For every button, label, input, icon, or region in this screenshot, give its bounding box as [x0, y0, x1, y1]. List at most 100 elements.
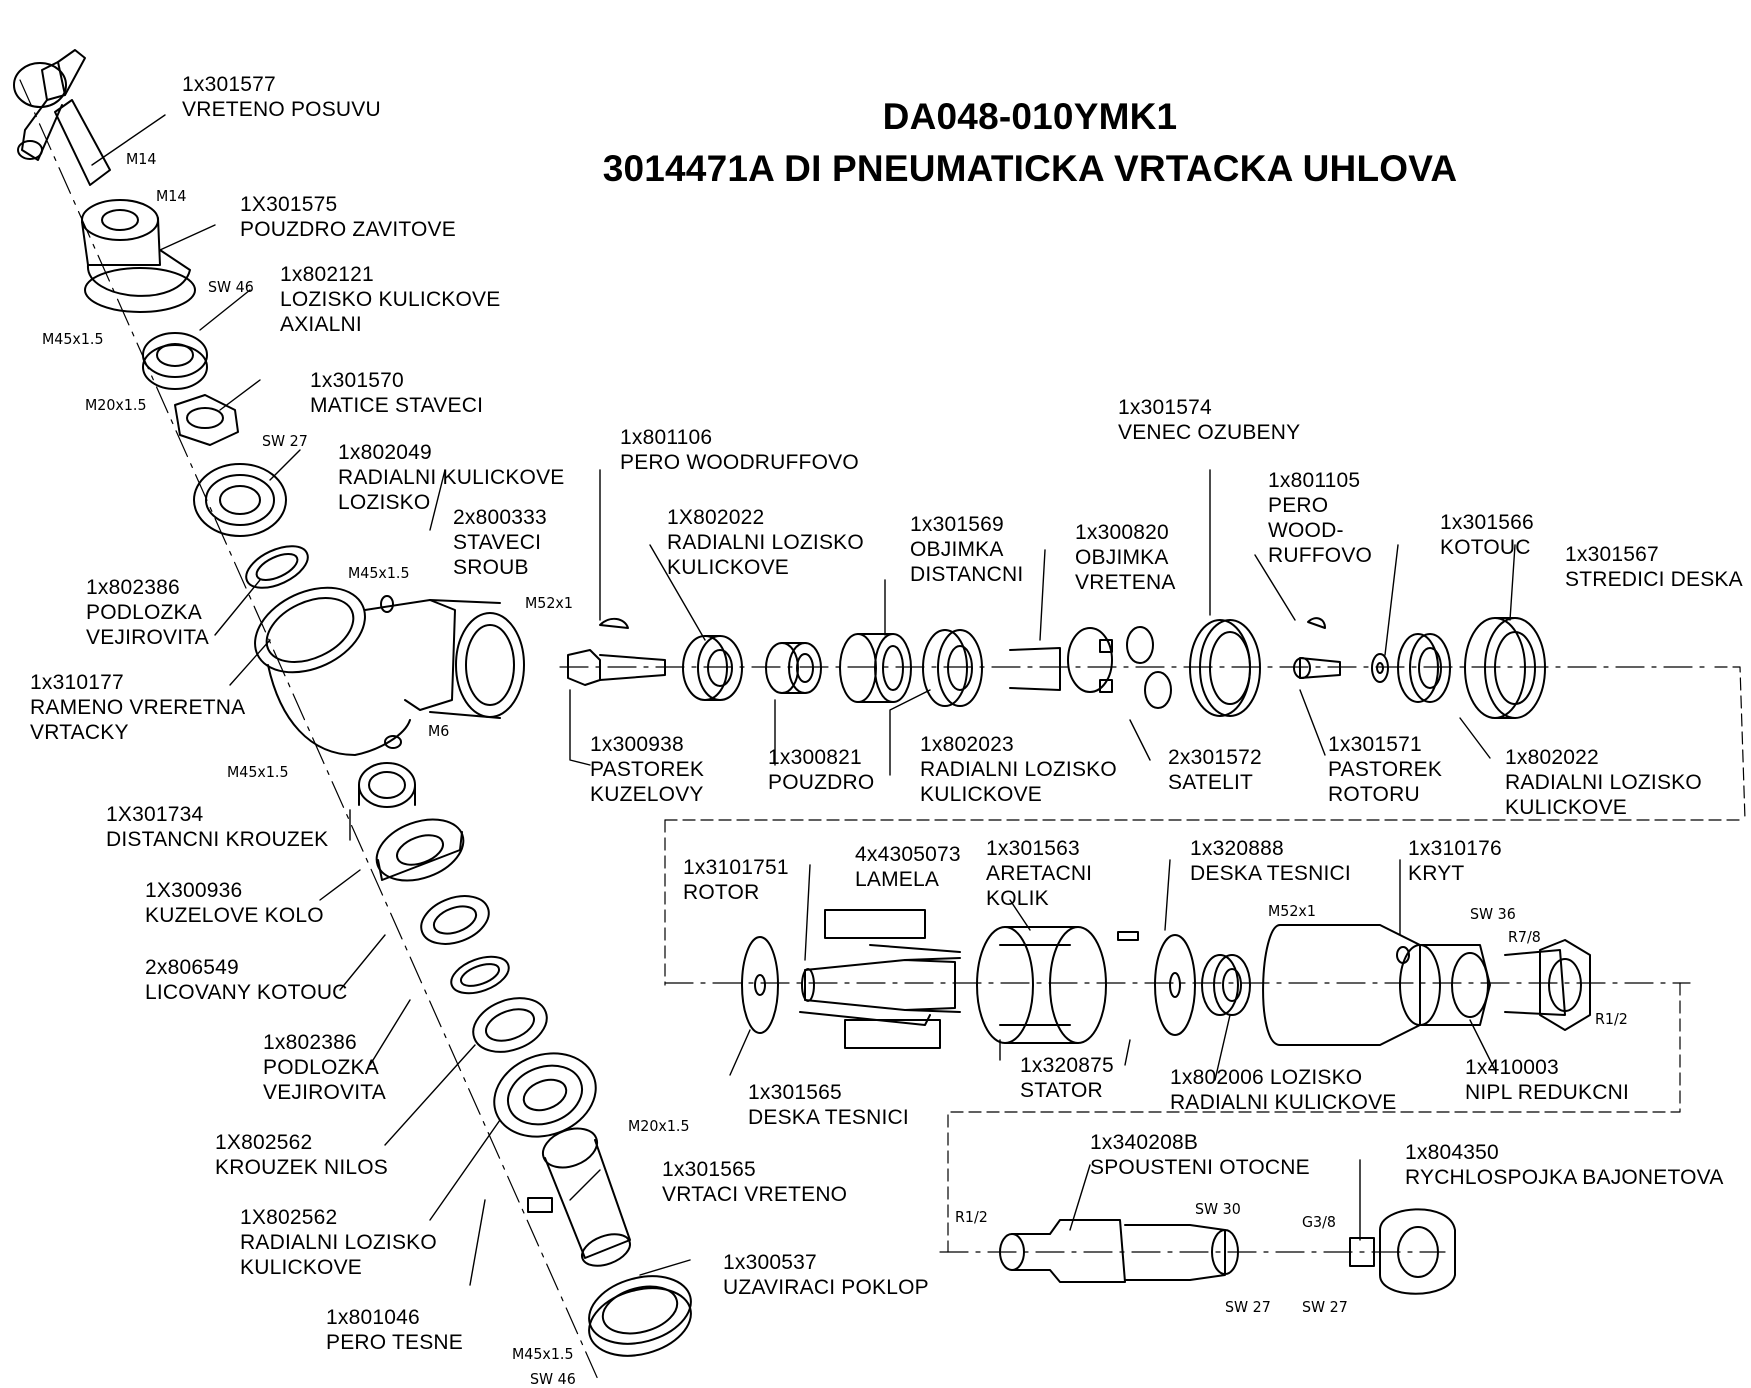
rotary-trigger-part	[999, 1219, 1239, 1283]
handle-part	[13, 49, 111, 186]
dimension-label: M45x1.5	[512, 1345, 574, 1363]
dimension-label: SW 46	[208, 278, 254, 296]
rotor-pinion-part	[1293, 657, 1341, 679]
dimension-label: M52x1	[525, 594, 573, 612]
locating-pin-part	[1117, 931, 1139, 941]
washer-part-1	[245, 545, 309, 589]
leader-lines	[91, 114, 1516, 1286]
spindle-collar-part	[1009, 627, 1113, 693]
radial-bearing-part-5	[1397, 633, 1451, 703]
bevel-gear-part	[375, 818, 465, 882]
vane-parts	[824, 909, 941, 1049]
dimension-label: G3/8	[1302, 1213, 1336, 1231]
drill-spindle-part	[527, 1127, 631, 1267]
dimension-label: M20x1.5	[628, 1117, 690, 1135]
axial-bearing-part	[142, 332, 208, 390]
dimension-label: M45x1.5	[348, 564, 410, 582]
arm-housing-part	[254, 586, 525, 756]
centering-plate-part	[1464, 617, 1546, 719]
drawing-title: DA048-010YMK1	[882, 96, 1178, 137]
dimension-label: SW 27	[262, 432, 308, 450]
nilos-ring-part	[472, 997, 548, 1053]
shim-disc-part	[420, 895, 490, 945]
radial-bearing-part-4	[922, 629, 983, 707]
dimension-label: M6	[428, 722, 450, 740]
rotor-part	[799, 944, 961, 1026]
seal-plate-part-1	[741, 936, 779, 1034]
section-boxes	[664, 666, 1746, 1253]
woodruff-key-part-2	[1307, 617, 1326, 629]
dimension-label: M14	[126, 150, 157, 168]
end-cap-part	[588, 1275, 692, 1357]
threaded-sleeve-part	[81, 199, 196, 313]
reducer-nipple-part	[1504, 939, 1591, 1031]
dimension-label: R1/2	[955, 1208, 988, 1226]
dimension-label: SW 27	[1225, 1298, 1271, 1316]
ring-gear-part	[1189, 619, 1261, 717]
radial-bearing-part-2	[493, 1052, 597, 1138]
housing-cover-part	[1262, 924, 1491, 1046]
sleeve-part	[765, 642, 822, 694]
bevel-pinion-part	[567, 649, 666, 686]
dimension-label: M45x1.5	[227, 763, 289, 781]
planet-gear-part	[1126, 626, 1172, 709]
radial-bearing-part-3	[682, 635, 743, 701]
adjusting-nut-part	[174, 394, 239, 446]
dimension-label: SW 46	[530, 1370, 576, 1388]
woodruff-key-part-1	[599, 617, 629, 629]
dimension-label: SW 36	[1470, 905, 1516, 923]
bayonet-coupling-part	[1349, 1208, 1456, 1295]
stator-part	[976, 926, 1107, 1044]
distance-collar-part	[839, 633, 912, 703]
seal-plate-part-2	[1154, 934, 1196, 1036]
dimension-label: M52x1	[1268, 902, 1316, 920]
dimension-label: M45x1.5	[42, 330, 104, 348]
dimension-label: M14	[156, 187, 187, 205]
dimension-label: SW 27	[1302, 1298, 1348, 1316]
radial-bearing-part-1	[193, 463, 287, 537]
dimension-label: R7/8	[1508, 928, 1541, 946]
drawing-subtitle: 3014471A DI PNEUMATICKA VRTACKA UHLOVA	[602, 148, 1458, 189]
dimension-label: R1/2	[1595, 1010, 1628, 1028]
dimension-label: SW 30	[1195, 1200, 1241, 1218]
